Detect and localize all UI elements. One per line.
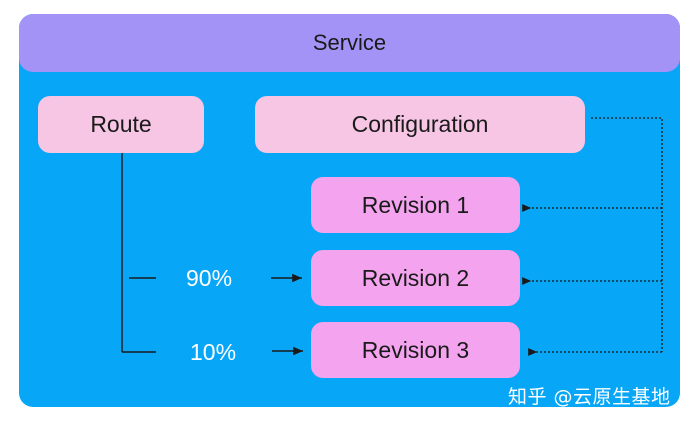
watermark-text: 知乎 @云原生基地 xyxy=(508,386,671,408)
route-box: Route xyxy=(38,96,204,153)
traffic-label-90: 90% xyxy=(186,265,233,291)
revision-2-box: Revision 2 xyxy=(311,250,520,306)
traffic-label-10: 10% xyxy=(190,339,237,365)
revision-1-box: Revision 1 xyxy=(311,177,520,233)
service-header: Service xyxy=(19,14,680,72)
configuration-box: Configuration xyxy=(255,96,585,153)
revision-3-box: Revision 3 xyxy=(311,322,520,378)
configuration-dotted-link xyxy=(591,117,663,352)
